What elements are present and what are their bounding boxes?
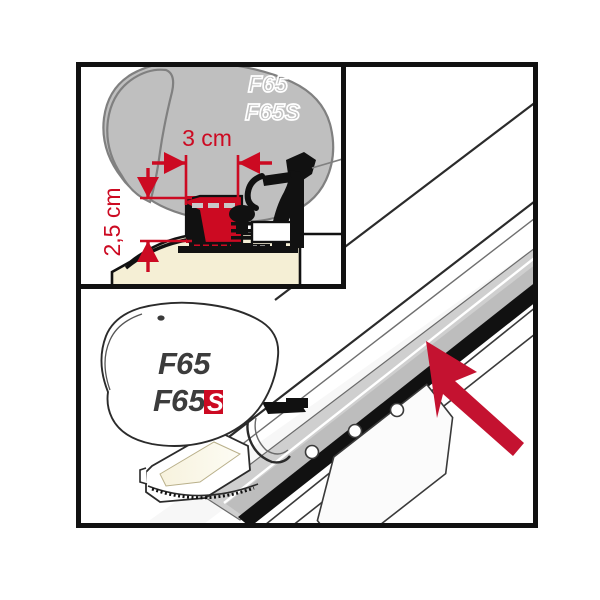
mounting-hole-1 xyxy=(304,444,320,460)
awning-case-inner-line xyxy=(104,313,143,391)
mounting-hole-2 xyxy=(347,423,363,439)
rail-black-seal xyxy=(238,282,536,526)
detail-inset-frame xyxy=(76,62,346,289)
awning-case-main xyxy=(100,301,280,447)
red-bracket-shadow xyxy=(186,203,206,243)
rail-underside-curve xyxy=(147,483,259,497)
bracket-slot-3 xyxy=(224,203,235,208)
hardware-box xyxy=(250,220,298,244)
rail-end-profile xyxy=(139,428,259,503)
inset-logo-line1: F65 xyxy=(248,71,289,97)
inset-right-guide-line xyxy=(311,157,344,169)
inset-logo-line2: F65S xyxy=(245,99,301,125)
rail-profile-cream-fill xyxy=(159,441,241,487)
logo-s-line2: S xyxy=(207,389,224,417)
red-pointer-arrow xyxy=(426,341,524,456)
logo-65-line2: 65 xyxy=(171,383,206,418)
mounting-hole-3 xyxy=(389,402,405,418)
main-illustration-content: F 65 F 65 S xyxy=(78,64,536,526)
awning-case-outline xyxy=(100,301,280,447)
dimension-label-2-5cm: 2,5 cm xyxy=(99,187,125,256)
detail-inset-content: F65 F65S xyxy=(78,64,344,287)
dim3-arrowhead-right xyxy=(238,152,260,174)
pointer-arrow-shape xyxy=(426,341,524,456)
rail-inner-strip xyxy=(226,264,536,516)
logo-s-badge-background xyxy=(204,390,223,414)
rail-lip-left xyxy=(139,467,148,485)
rail-highlight xyxy=(223,255,536,504)
dim25-arrowhead-top xyxy=(137,177,159,198)
awning-logo-main: F 65 F 65 S xyxy=(153,346,224,418)
inset-mounting-hardware xyxy=(178,152,316,253)
dim25-arrowhead-bottom xyxy=(137,241,159,262)
hardware-hook-bar xyxy=(262,172,292,186)
logo-65-line1: 65 xyxy=(176,346,211,381)
hardware-rail-bar xyxy=(178,246,298,253)
dimension-label-3cm: 3 cm xyxy=(182,125,232,151)
clamp-hook-curve xyxy=(246,409,291,464)
dimension-2-5cm: 2,5 cm xyxy=(99,168,192,272)
bracket-slot-2 xyxy=(208,203,219,208)
clamp-inner-curve xyxy=(254,417,289,455)
rail-clamp-hook xyxy=(246,398,308,464)
bolt-threads xyxy=(231,222,253,247)
hardware-hook xyxy=(244,173,265,211)
mounting-plate-body xyxy=(316,383,454,526)
dimension-3cm: 3 cm xyxy=(152,125,272,205)
awning-case-detail-dot xyxy=(157,315,165,321)
inset-ghost-logo: F65 F65S xyxy=(244,70,301,126)
logo-f65-line1: F xyxy=(158,346,178,381)
clamp-block xyxy=(286,398,308,408)
bracket-slot-1 xyxy=(192,203,203,208)
logo-f65-line2: F xyxy=(153,383,173,418)
upper-diagonal-lines-thin xyxy=(204,216,536,474)
dim3-arrowhead-left xyxy=(164,152,186,174)
hardware-vertical-post xyxy=(290,178,304,248)
rail-mounting-plate xyxy=(304,383,454,526)
